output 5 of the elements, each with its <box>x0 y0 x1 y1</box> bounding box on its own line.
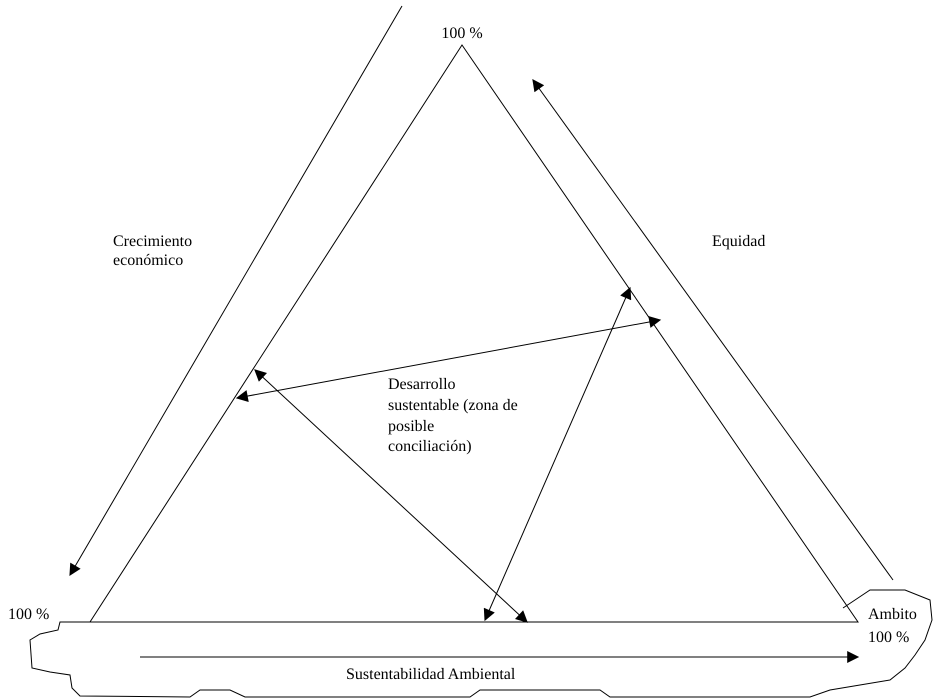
percent-label: 100 % <box>441 24 483 44</box>
zone-label: Desarrollo sustentable (zona de posible conciliación) <box>388 375 519 458</box>
percent-label: 100 % <box>8 605 50 624</box>
axis-label: Equidad <box>712 232 766 252</box>
axis-label: Crecimiento económico <box>113 232 194 270</box>
